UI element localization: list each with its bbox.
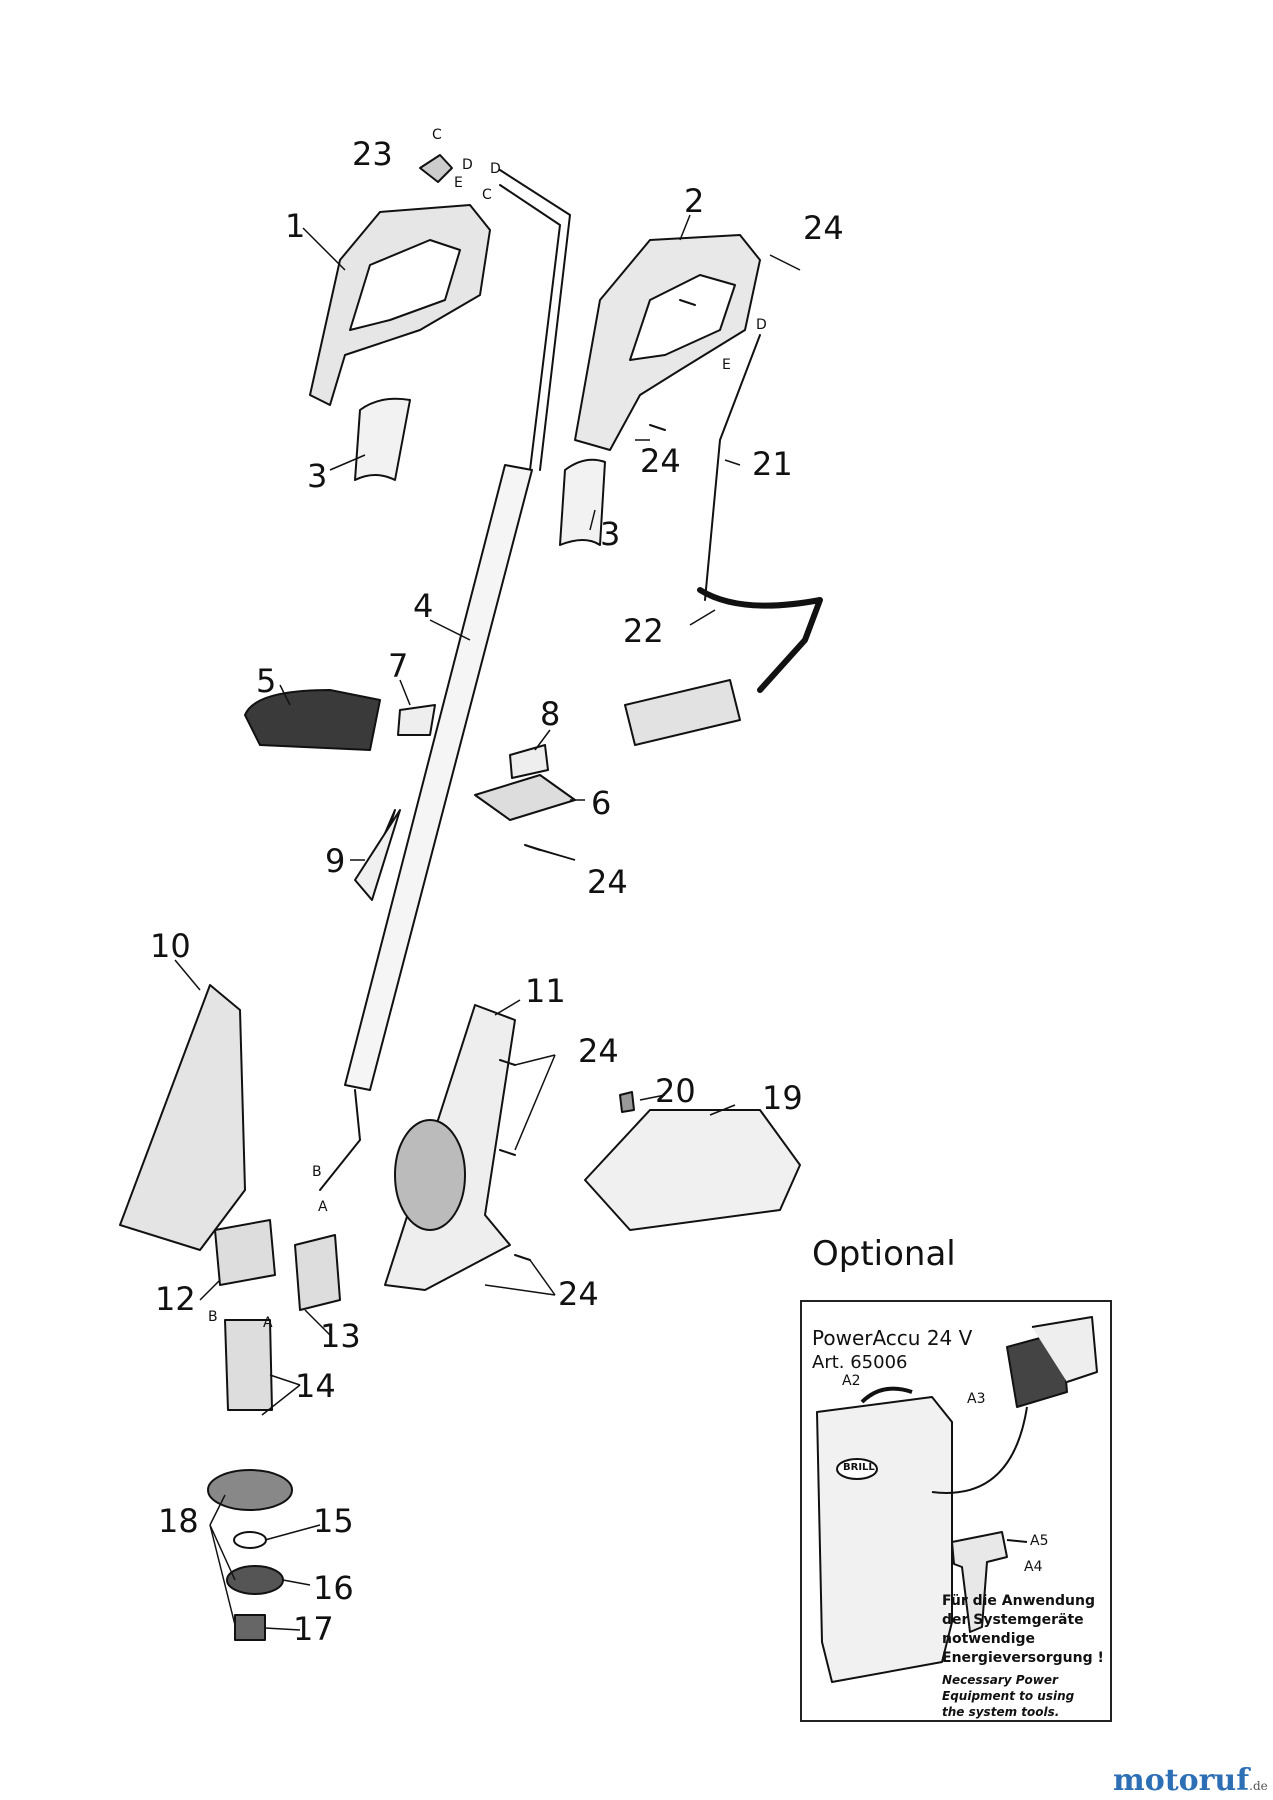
- part-3-clip-right: [559, 458, 606, 546]
- label-part-13: 13: [320, 1317, 361, 1355]
- part-20-tab: [619, 1091, 635, 1113]
- connector-a-wire: A: [318, 1199, 328, 1215]
- label-part-24-housing-bottom: 24: [558, 1275, 599, 1313]
- charger-cable: [931, 1406, 1028, 1494]
- part-18-fan: [207, 1469, 293, 1511]
- inset-note-english: Necessary Power Equipment to using the s…: [942, 1672, 1074, 1720]
- connector-c-rod: C: [482, 187, 492, 203]
- part-5-grip: [244, 689, 381, 751]
- optional-heading: Optional: [812, 1234, 956, 1274]
- part-7-clip: [397, 704, 436, 736]
- charger-box: [624, 679, 741, 746]
- label-part-12: 12: [155, 1280, 196, 1318]
- inset-label-a3: A3: [967, 1391, 986, 1407]
- note-en-line-3: the system tools.: [942, 1705, 1060, 1719]
- part-12-part: [214, 1219, 276, 1286]
- inset-label-a2: A2: [842, 1373, 861, 1389]
- label-part-15: 15: [313, 1502, 354, 1540]
- note-en-line-2: Equipment to using: [942, 1689, 1075, 1703]
- part-21-cable: [704, 334, 761, 601]
- label-part-4: 4: [413, 587, 434, 625]
- part-3-clip-left: [354, 397, 411, 481]
- connector-a-motor: A: [263, 1315, 273, 1331]
- motoruf-watermark: motoruf.de: [1113, 1763, 1268, 1798]
- connector-e-switch: E: [454, 175, 463, 191]
- part-16-spool: [226, 1565, 284, 1595]
- label-part-19: 19: [762, 1079, 803, 1117]
- watermark-suffix: .de: [1249, 1779, 1268, 1793]
- note-de-line-4: Energieversorgung !: [942, 1650, 1104, 1666]
- label-part-24-handle: 24: [640, 442, 681, 480]
- note-de-line-2: der Systemgeräte: [942, 1612, 1084, 1628]
- inset-brill-logo-text: BRILL: [843, 1462, 875, 1473]
- label-part-6: 6: [591, 784, 612, 822]
- part-13-part: [294, 1234, 341, 1311]
- part-10-housing: [119, 984, 246, 1251]
- label-part-7: 7: [388, 647, 409, 685]
- connector-d-rod: D: [490, 161, 501, 177]
- inset-note-german: Für die Anwendung der Systemgeräte notwe…: [942, 1592, 1104, 1668]
- note-en-line-1: Necessary Power: [942, 1673, 1058, 1687]
- part-14-motor: [224, 1319, 273, 1411]
- inset-label-a5: A5: [1030, 1533, 1049, 1549]
- label-part-14: 14: [295, 1367, 336, 1405]
- battery-pack: [816, 1396, 953, 1683]
- part-6-bracket: [474, 774, 576, 821]
- note-de-line-1: Für die Anwendung: [942, 1593, 1095, 1609]
- inset-article-number: Art. 65006: [812, 1352, 908, 1373]
- brill-logo: [836, 1458, 878, 1480]
- connector-b-motor: B: [208, 1309, 218, 1325]
- note-de-line-3: notwendige: [942, 1631, 1036, 1647]
- connector-b-wire: B: [312, 1164, 322, 1180]
- label-part-20: 20: [655, 1072, 696, 1110]
- part-22-coil-cable: [697, 587, 823, 693]
- label-part-5: 5: [256, 662, 277, 700]
- label-part-24-top: 24: [803, 209, 844, 247]
- label-part-18: 18: [158, 1502, 199, 1540]
- part-8-clip: [509, 744, 549, 779]
- label-part-3-right: 3: [600, 515, 621, 553]
- label-part-3-left: 3: [307, 457, 328, 495]
- part-17-cap: [234, 1614, 266, 1641]
- label-part-22: 22: [623, 612, 664, 650]
- label-part-11: 11: [525, 972, 566, 1010]
- part-19-guard: [584, 1109, 801, 1231]
- connector-d-switch: D: [462, 157, 473, 173]
- label-part-17: 17: [293, 1610, 334, 1648]
- watermark-main: motoruf: [1113, 1763, 1250, 1798]
- key-a4: [951, 1531, 1008, 1633]
- label-part-23: 23: [352, 135, 393, 173]
- label-part-21: 21: [752, 445, 793, 483]
- part-4-tube: [344, 464, 533, 1091]
- inset-label-a4: A4: [1024, 1559, 1043, 1575]
- upper-rod: [499, 169, 571, 471]
- label-part-2: 2: [684, 182, 705, 220]
- inset-title: PowerAccu 24 V: [812, 1326, 973, 1350]
- optional-accessory-inset: PowerAccu 24 V Art. 65006 A2 A3 A5 A4 BR…: [800, 1300, 1112, 1722]
- part-23-switch: [419, 154, 453, 183]
- label-part-1: 1: [285, 207, 306, 245]
- label-part-24-bracket: 24: [587, 863, 628, 901]
- label-part-10: 10: [150, 927, 191, 965]
- connector-e-cable: E: [722, 357, 731, 373]
- powerpack-illustration: [816, 1316, 1098, 1683]
- label-part-16: 16: [313, 1569, 354, 1607]
- label-part-24-housing-top: 24: [578, 1032, 619, 1070]
- connector-d-cable: D: [756, 317, 767, 333]
- connector-c-switch: C: [432, 127, 442, 143]
- label-part-9: 9: [325, 842, 346, 880]
- part-15-spring: [233, 1531, 267, 1549]
- label-part-8: 8: [540, 695, 561, 733]
